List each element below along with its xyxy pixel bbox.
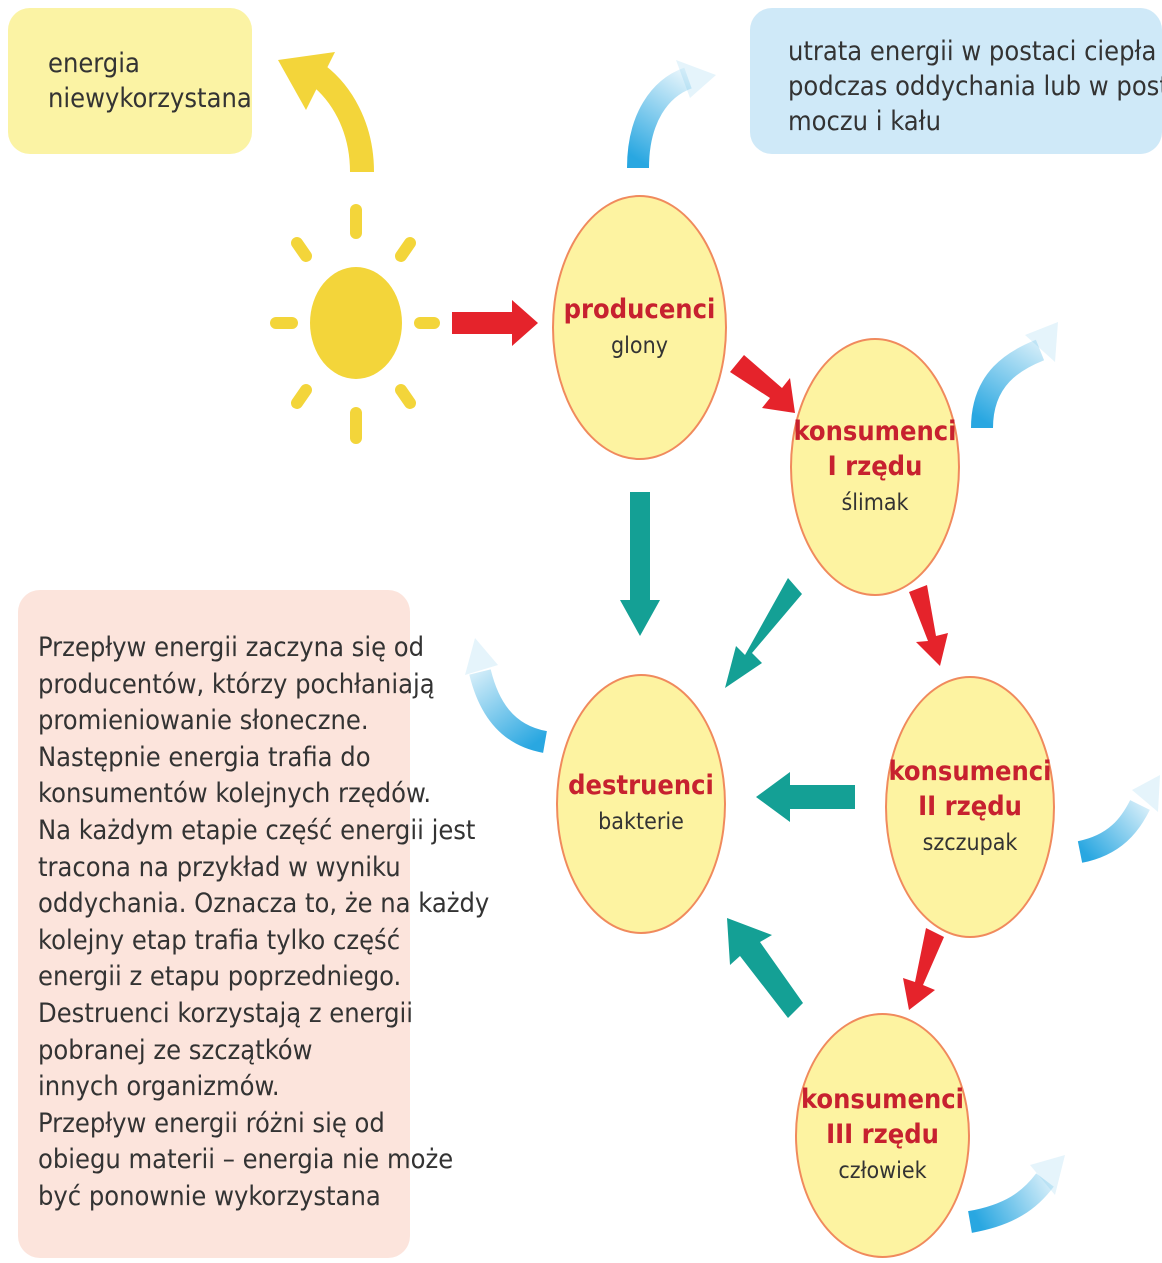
decomposers-title: destruenci (568, 770, 714, 802)
consumers1-example: ślimak (841, 489, 909, 516)
decomposition-arrow-consumers3 (727, 918, 803, 1018)
unused-energy-arrow (278, 52, 374, 173)
unused-energy-box: energia niewykorzystana (8, 8, 252, 154)
description-line: tracona na przykład w wyniku (38, 851, 401, 883)
sun-icon (270, 204, 440, 444)
flow-arrow-consumers1-consumers2 (909, 585, 948, 666)
decomposers-node: destruenci bakterie (556, 674, 726, 934)
consumers3-title: konsumenci (801, 1084, 964, 1116)
description-line: promieniowanie słoneczne. (38, 705, 369, 737)
consumers3-title: III rzędu (826, 1119, 939, 1151)
description-line: Przepływ energii różni się od (38, 1107, 385, 1139)
unused-energy-line: energia (48, 48, 140, 79)
energy-loss-box: utrata energii w postaci ciepła podczas … (750, 8, 1162, 154)
consumers1-node: konsumenci I rzędu ślimak (790, 338, 960, 596)
description-line: obiegu materii – energia nie może (38, 1144, 454, 1176)
heat-loss-arrow-consumers3 (967, 1155, 1065, 1233)
heat-loss-arrow-consumers2 (1077, 775, 1160, 863)
decomposition-arrow-consumers2 (756, 772, 855, 822)
producers-node: producenci glony (552, 195, 727, 460)
flow-arrow-consumers2-consumers3 (903, 928, 944, 1010)
consumers2-title: konsumenci (888, 755, 1052, 787)
consumers2-title: II rzędu (918, 790, 1022, 822)
decomposition-arrow-consumers1 (725, 578, 802, 688)
consumers2-node: konsumenci II rzędu szczupak (885, 676, 1055, 938)
consumers1-title: konsumenci (793, 415, 957, 447)
energy-loss-line: utrata energii w postaci ciepła (788, 36, 1157, 67)
description-line: pobranej ze szczątków (38, 1034, 313, 1066)
description-line: Destruenci korzystają z energii (38, 997, 414, 1029)
description-line: energii z etapu poprzedniego. (38, 961, 402, 993)
description-line: Przepływ energii zaczyna się od (38, 632, 425, 663)
description-line: innych organizmów. (38, 1071, 280, 1103)
energy-loss-line: podczas oddychania lub w postaci (788, 71, 1162, 103)
decomposition-arrow-producers (620, 492, 660, 636)
consumers1-title: I rzędu (827, 450, 923, 482)
flow-arrow-producers-consumers1 (730, 355, 795, 413)
description-box: Przepływ energii zaczyna się od producen… (18, 590, 489, 1258)
description-line: Następnie energia trafia do (38, 741, 371, 773)
description-line: kolejny etap trafia tylko część (38, 924, 401, 956)
description-line: być ponownie wykorzystana (38, 1180, 381, 1212)
heat-loss-arrow-decomposers (465, 638, 548, 753)
consumers2-example: szczupak (922, 829, 1018, 856)
producers-example: glony (611, 332, 668, 359)
heat-loss-arrow-producers (627, 60, 716, 169)
description-line: producentów, którzy pochłaniają (38, 668, 435, 700)
unused-energy-line: niewykorzystana (48, 83, 252, 115)
description-line: konsumentów kolejnych rzędów. (38, 778, 432, 810)
energy-loss-line: moczu i kału (788, 106, 941, 138)
heat-loss-arrow-consumers1 (971, 322, 1058, 429)
decomposers-example: bakterie (598, 809, 684, 836)
consumers3-node: konsumenci III rzędu człowiek (795, 1013, 970, 1258)
producers-title: producenci (563, 293, 716, 325)
consumers3-example: człowiek (838, 1158, 927, 1185)
flow-arrow-sun-producers (452, 300, 538, 346)
